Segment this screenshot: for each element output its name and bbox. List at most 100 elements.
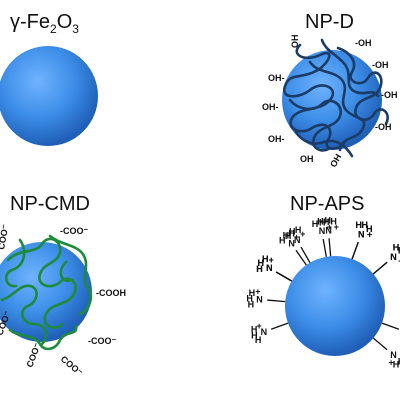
amine-label: N bbox=[266, 263, 273, 273]
amine-hydrogen: H bbox=[258, 258, 265, 268]
carboxyl-label: -COO⁻ bbox=[60, 226, 89, 236]
carboxyl-label: -COO⁻ bbox=[88, 336, 117, 346]
title-sub2: 3 bbox=[72, 22, 79, 36]
amine-label: N bbox=[358, 230, 365, 240]
amine-charge: + bbox=[388, 357, 393, 367]
amine-hydrogen: H bbox=[248, 299, 255, 309]
amine-hydrogen: H bbox=[295, 225, 302, 235]
amine-hydrogen: H bbox=[256, 264, 263, 274]
panel-fe2o3: γ-Fe2O3 bbox=[0, 11, 98, 146]
amine-charge: + bbox=[269, 255, 274, 265]
amine-charge: + bbox=[334, 222, 339, 232]
amine-charge: + bbox=[256, 321, 261, 331]
title-sub1: 2 bbox=[50, 22, 57, 36]
dextran-chains bbox=[282, 38, 389, 158]
amine-hydrogen: H bbox=[366, 224, 373, 234]
amine-label: N bbox=[390, 350, 397, 360]
amine-label: N bbox=[266, 263, 273, 273]
amine-hydrogen: H bbox=[279, 235, 286, 245]
carboxyl-label: COO⁻ bbox=[24, 341, 42, 368]
amine-label: N bbox=[319, 226, 326, 236]
amine-hydrogen: H bbox=[249, 288, 256, 298]
amine-label: N bbox=[358, 230, 365, 240]
carboxyl-label: COO⁻ bbox=[0, 223, 10, 250]
amine-charge: + bbox=[367, 230, 372, 240]
amine-label: N bbox=[288, 239, 295, 249]
hydroxyl-groups: -OH -OH -OH -OH OH- OH- OH- OH OH OH bbox=[262, 35, 398, 170]
hydroxyl-label: -OH bbox=[375, 122, 392, 132]
carboxymethyl-dextran-chains bbox=[0, 234, 93, 351]
amine-hydrogen: H bbox=[312, 219, 319, 229]
amine-hydrogen: H bbox=[262, 254, 269, 264]
amine-hydrogen: H bbox=[317, 216, 324, 226]
amine-linker bbox=[275, 271, 293, 282]
amine-hydrogen: H bbox=[323, 217, 330, 227]
amine-label: N bbox=[390, 252, 397, 262]
panel-title-np-cmd: NP-CMD bbox=[10, 193, 90, 215]
amine-hydrogen: H bbox=[393, 242, 400, 252]
amine-hydrogen: H bbox=[355, 220, 362, 230]
amine-hydrogen: H bbox=[319, 218, 326, 228]
panel-title-np-aps: NP-APS bbox=[290, 193, 364, 215]
amine-charge: + bbox=[398, 256, 400, 266]
amine-charge: + bbox=[255, 287, 260, 297]
amine-hydrogen: H bbox=[256, 264, 263, 274]
amine-hydrogen: H bbox=[289, 227, 296, 237]
panel-title-np-d: NP-D bbox=[305, 11, 354, 33]
panel-title-fe2o3: γ-Fe2O3 bbox=[10, 11, 79, 36]
hydroxyl-label: OH- bbox=[262, 102, 279, 112]
amine-charge: + bbox=[300, 229, 305, 239]
amine-hydrogen: H bbox=[366, 224, 373, 234]
title-mid: O bbox=[57, 11, 73, 33]
amine-hydrogen: H bbox=[355, 220, 362, 230]
amine-linker bbox=[372, 261, 388, 275]
hydroxyl-label: OH bbox=[290, 35, 300, 49]
amine-linker bbox=[381, 322, 400, 330]
nanoparticle-sphere bbox=[285, 256, 385, 356]
amine-linker bbox=[328, 238, 332, 257]
amine-hydrogen: H bbox=[285, 231, 292, 241]
amine-charge: + bbox=[398, 256, 400, 266]
amine-hydrogen: H bbox=[251, 330, 258, 340]
amine-hydrogen: H bbox=[398, 246, 400, 256]
amine-label: N bbox=[256, 294, 263, 304]
amine-charge: + bbox=[269, 255, 274, 265]
amine-hydrogen: H bbox=[283, 231, 290, 241]
amine-hydrogen: H bbox=[246, 294, 253, 304]
amine-hydrogen: H bbox=[361, 220, 368, 230]
amine-label: N bbox=[325, 225, 332, 235]
amine-linker bbox=[351, 241, 359, 260]
amine-hydrogen: H bbox=[398, 246, 400, 256]
amine-linker bbox=[300, 246, 311, 264]
panel-np-aps: NP-APS NHHH+NHHH+NHHH+NHHH+NHHH+NHHH+NHH… bbox=[246, 193, 400, 370]
hydroxyl-label: -OH bbox=[381, 90, 398, 100]
amine-linker bbox=[295, 249, 307, 266]
amine-hydrogen: H bbox=[251, 324, 258, 334]
amine-hydrogen: H bbox=[398, 356, 400, 366]
amine-hydrogen: H bbox=[255, 335, 262, 345]
amine-charge: + bbox=[367, 230, 372, 240]
amine-hydrogen: H bbox=[258, 258, 265, 268]
title-prefix: γ-Fe bbox=[10, 11, 50, 33]
panel-np-cmd: NP-CMD COO⁻ -COO⁻ -COOH -COO⁻ COO⁻ COO⁻ … bbox=[0, 193, 126, 378]
amine-label: N bbox=[294, 235, 301, 245]
amine-hydrogen: H bbox=[393, 360, 400, 370]
amine-charge: + bbox=[327, 222, 332, 232]
amine-charge: + bbox=[294, 232, 299, 242]
hydroxyl-label: OH bbox=[328, 152, 343, 169]
amine-linker bbox=[322, 238, 327, 257]
amine-linker bbox=[267, 299, 286, 303]
hydroxyl-label: OH bbox=[300, 154, 314, 164]
nanoparticle-sphere bbox=[0, 46, 98, 146]
carboxyl-label: COO⁻ bbox=[59, 354, 85, 378]
amine-hydrogen: H bbox=[393, 242, 400, 252]
carboxyl-label: -COOH bbox=[96, 288, 126, 298]
amine-hydrogen: H bbox=[330, 217, 337, 227]
hydroxyl-label: OH- bbox=[268, 73, 285, 83]
panel-np-d: NP-D -OH -OH -OH -OH OH- OH- OH- OH OH O… bbox=[262, 11, 398, 169]
amine-hydrogen: H bbox=[325, 215, 332, 225]
amine-linker bbox=[270, 322, 289, 330]
hydroxyl-label: OH- bbox=[268, 134, 285, 144]
